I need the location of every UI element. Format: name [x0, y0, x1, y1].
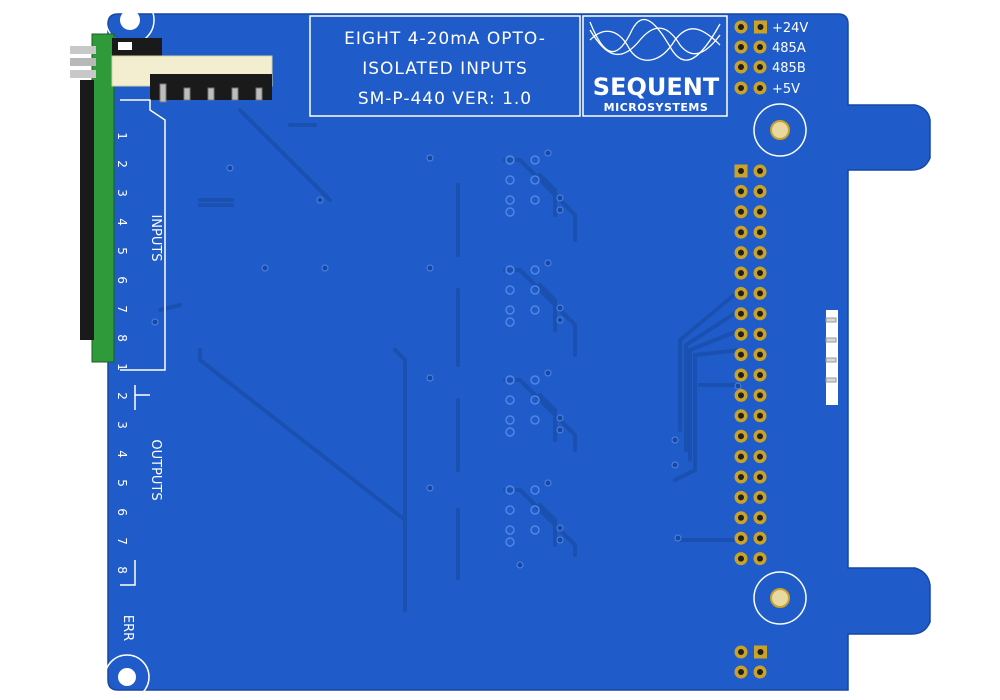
gpio-40-pin-header [734, 164, 767, 566]
inputs-bracket [120, 99, 166, 586]
output-number: 8 [115, 566, 129, 574]
gpio-pad-hole [738, 555, 744, 562]
power-labels: +24V 485A 485B +5V [772, 21, 808, 97]
input-number: 6 [115, 276, 129, 284]
gpio-pad-hole [738, 372, 744, 378]
gpio-pad-hole [757, 310, 763, 317]
gpio-pad-hole [757, 555, 763, 562]
gpio-pad-hole [738, 208, 744, 215]
gpio-pad-hole [757, 188, 763, 195]
output-numbers: 1 2 3 4 5 6 7 8 [115, 363, 129, 574]
gpio-pad-hole [757, 249, 763, 256]
output-number: 7 [115, 537, 129, 545]
output-number: 3 [115, 421, 129, 429]
output-number: 2 [115, 392, 129, 400]
gpio-pad-hole [738, 514, 744, 521]
output-number: 4 [115, 450, 129, 458]
wave-icon [589, 18, 721, 61]
gpio-pad-hole [757, 453, 763, 460]
title-line-1: EIGHT 4-20mA OPTO- [344, 29, 546, 49]
bottom-header-pads [734, 645, 767, 679]
gpio-pad-hole [738, 188, 744, 195]
gpio-pad-hole [738, 168, 744, 174]
input-number: 1 [115, 132, 129, 140]
gpio-pad-hole [757, 331, 763, 338]
title-line-3: SM-P-440 VER: 1.0 [358, 89, 532, 109]
gpio-pad-hole [757, 372, 763, 378]
gpio-pad-hole [757, 535, 763, 542]
gpio-pad-hole [738, 453, 744, 460]
gpio-pad-hole [738, 433, 744, 440]
gpio-pad-hole [738, 310, 744, 317]
gpio-pad-hole [757, 270, 763, 276]
input-numbers: 1 2 3 4 5 6 7 8 [115, 132, 129, 342]
gpio-pad-hole [738, 331, 744, 338]
title-box: EIGHT 4-20mA OPTO- ISOLATED INPUTS SM-P-… [309, 15, 581, 117]
power-label-485a: 485A [772, 41, 806, 56]
side-connector-pins [825, 317, 837, 383]
mounting-hole-bottom-left [104, 654, 150, 700]
input-number: 4 [115, 218, 129, 226]
pcb-traces [158, 108, 742, 612]
sequent-logo: SEQUENT MICROSYSTEMS [582, 15, 728, 117]
gpio-pad-hole [738, 494, 744, 501]
terminal-connector [70, 33, 273, 363]
input-number: 7 [115, 305, 129, 313]
inputs-label: INPUTS [148, 214, 163, 261]
gpio-pad-hole [757, 168, 763, 174]
gpio-pad-hole [738, 412, 744, 419]
gpio-pad-hole [757, 208, 763, 215]
output-number: 5 [115, 479, 129, 487]
outputs-label: OUTPUTS [148, 439, 163, 500]
err-label: ERR [120, 615, 135, 641]
gpio-pad-hole [738, 290, 744, 297]
output-number: 1 [115, 363, 129, 371]
gpio-pad-hole [757, 229, 763, 236]
input-number: 3 [115, 189, 129, 197]
power-label-5v: +5V [772, 82, 800, 97]
title-line-2: ISOLATED INPUTS [362, 59, 528, 79]
output-number: 6 [115, 508, 129, 516]
gpio-pad-hole [757, 514, 763, 521]
optocoupler-pads [505, 155, 540, 547]
gpio-pad-hole [757, 351, 763, 358]
gpio-pad-hole [738, 351, 744, 358]
gpio-pad-hole [738, 392, 744, 399]
power-label-24v: +24V [772, 21, 808, 36]
gpio-pad-hole [757, 494, 763, 501]
gpio-pad-hole [738, 249, 744, 256]
gpio-pad-hole [757, 290, 763, 297]
input-number: 8 [115, 334, 129, 342]
input-number: 2 [115, 160, 129, 168]
mounting-hole-top-right [753, 103, 807, 157]
gpio-pad-hole [738, 535, 744, 542]
input-number: 5 [115, 247, 129, 255]
gpio-pad-hole [738, 270, 744, 276]
gpio-pad-hole [738, 229, 744, 236]
gpio-pad-hole [757, 433, 763, 440]
mounting-hole-bottom-right [753, 571, 807, 625]
gpio-pad-hole [757, 474, 763, 480]
gpio-pad-hole [757, 412, 763, 419]
gpio-pad-hole [757, 392, 763, 399]
logo-main-text: SEQUENT [593, 73, 720, 101]
power-label-485b: 485B [772, 61, 806, 76]
power-header-pads [734, 20, 767, 95]
logo-sub-text: MICROSYSTEMS [604, 101, 709, 114]
pcb-vias [151, 149, 742, 569]
gpio-pad-hole [738, 474, 744, 480]
